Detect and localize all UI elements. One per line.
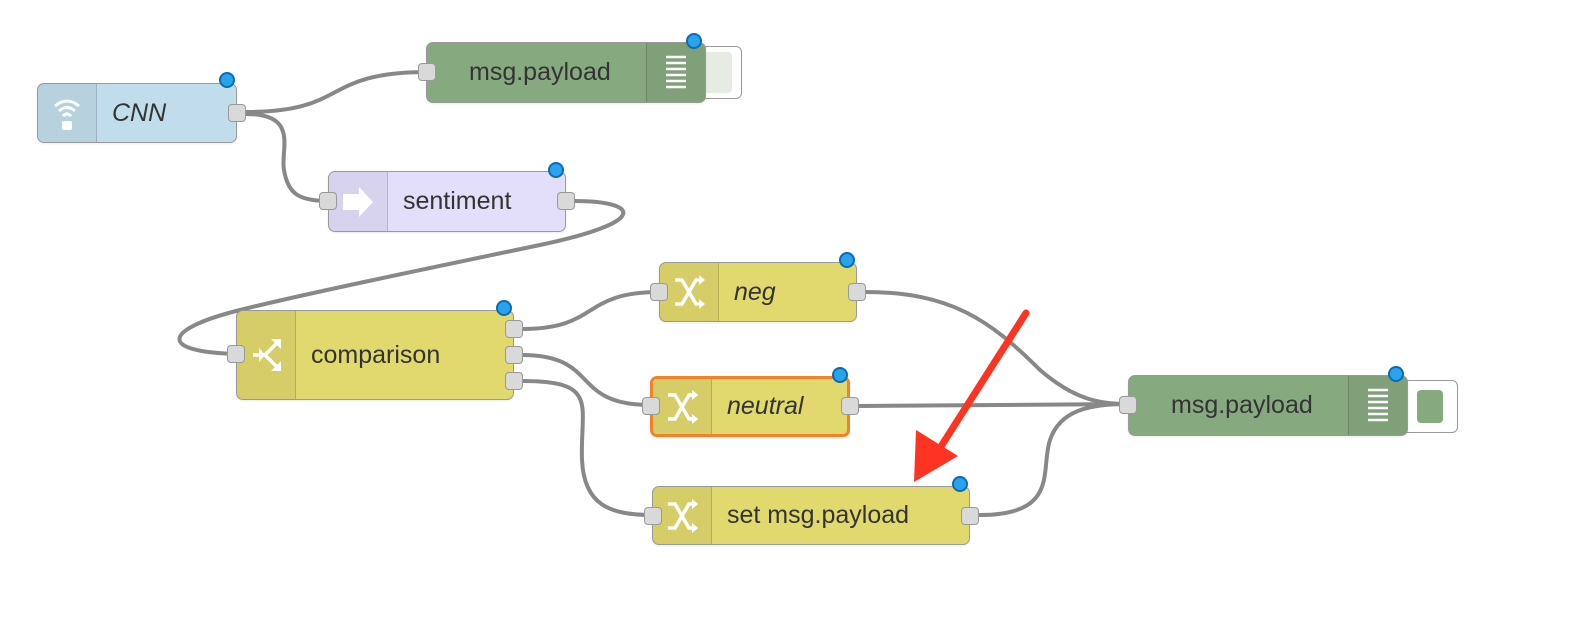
node-set-payload-label: set msg.payload	[727, 501, 910, 529]
wire-set-to-debug2[interactable]	[978, 402, 1130, 517]
wire-neg-to-debug2[interactable]	[864, 290, 1130, 406]
shuffle-icon	[653, 487, 712, 544]
switch-icon	[237, 311, 296, 399]
node-sentiment-input-port[interactable]	[319, 192, 337, 210]
node-comparison-input-port[interactable]	[227, 345, 245, 363]
wire-comparison-to-neg[interactable]	[520, 290, 662, 331]
node-debug1-input-port[interactable]	[418, 63, 436, 81]
debug2-toggle-knob	[1417, 390, 1443, 423]
feed-icon	[38, 84, 97, 142]
node-cnn-output-port[interactable]	[228, 104, 246, 122]
list-icon	[646, 43, 705, 102]
node-set-payload-output-port[interactable]	[961, 507, 979, 525]
wire-neutral-to-debug2[interactable]	[856, 402, 1130, 408]
node-comparison-output-port-2[interactable]	[505, 346, 523, 364]
node-debug2-label: msg.payload	[1171, 391, 1313, 419]
wire-cnn-to-debug1[interactable]	[244, 70, 430, 114]
node-comparison-label: comparison	[311, 340, 441, 369]
shuffle-icon	[660, 263, 719, 321]
node-neutral-label: neutral	[727, 392, 804, 420]
wire-sentiment-to-comparison[interactable]	[177, 199, 626, 356]
node-comparison-changed-dot	[496, 300, 512, 316]
node-comparison[interactable]: comparison	[236, 310, 514, 400]
node-debug2-input-port[interactable]	[1119, 396, 1137, 414]
node-set-payload[interactable]: set msg.payload	[652, 486, 970, 545]
shuffle-icon	[653, 379, 712, 434]
node-sentiment-output-port[interactable]	[557, 192, 575, 210]
red-arrow	[914, 309, 1030, 482]
node-neutral-input-port[interactable]	[642, 397, 660, 415]
node-debug1-changed-dot	[686, 33, 702, 49]
node-sentiment-label: sentiment	[403, 187, 512, 215]
node-cnn-changed-dot	[219, 72, 235, 88]
wire-comparison-to-neutral[interactable]	[520, 353, 652, 407]
node-neg-changed-dot	[839, 252, 855, 268]
node-cnn[interactable]: CNN	[37, 83, 237, 143]
node-comparison-output-port-1[interactable]	[505, 320, 523, 338]
node-neg-output-port[interactable]	[848, 283, 866, 301]
node-neg[interactable]: neg	[659, 262, 857, 322]
node-neutral-output-port[interactable]	[841, 397, 859, 415]
debug1-toggle-knob	[703, 52, 732, 93]
node-neg-input-port[interactable]	[650, 283, 668, 301]
node-debug1-label: msg.payload	[469, 58, 611, 86]
node-sentiment[interactable]: sentiment	[328, 171, 566, 232]
node-set-payload-input-port[interactable]	[644, 507, 662, 525]
node-cnn-label: CNN	[112, 98, 167, 127]
node-neg-label: neg	[734, 277, 776, 306]
node-comparison-output-port-3[interactable]	[505, 372, 523, 390]
wire-cnn-to-sentiment[interactable]	[244, 112, 332, 203]
arrow-right-icon	[329, 172, 388, 231]
list-icon	[1348, 376, 1407, 435]
node-set-payload-changed-dot	[952, 476, 968, 492]
node-debug2[interactable]: msg.payload	[1128, 375, 1408, 436]
node-sentiment-changed-dot	[548, 162, 564, 178]
node-debug2-changed-dot	[1388, 366, 1404, 382]
wire-comparison-to-set[interactable]	[520, 379, 654, 517]
node-neutral-changed-dot	[832, 367, 848, 383]
node-debug1[interactable]: msg.payload	[426, 42, 706, 103]
node-neutral[interactable]: neutral	[650, 376, 850, 437]
